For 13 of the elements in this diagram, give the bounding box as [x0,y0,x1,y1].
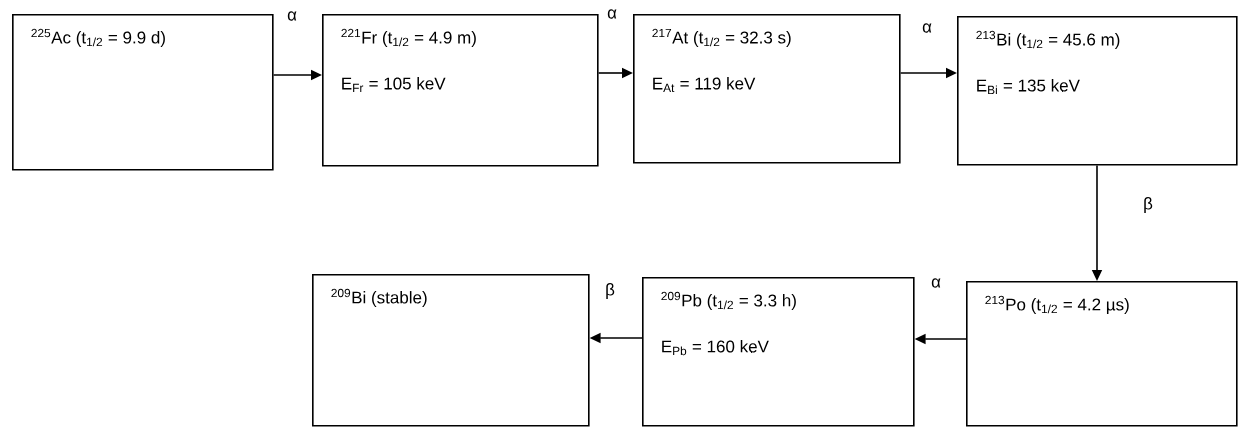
nuclide-box: $^{209}$Bi (stable) [312,274,590,427]
edge-label: β [606,283,615,299]
edge-label: β [1144,197,1153,213]
edge-label: α [287,11,297,21]
nuclide-box: $^{221}$Fr (t$_{1/2}$ = 4.9 m) E$_{Fr}$ = 105 keV [322,14,599,167]
nuclide-box: $^{209}$Pb (t$_{1/2}$ = 3.3 h) E$_{Pb}$ = 160 keV [642,277,915,427]
edge-label: α [922,23,932,33]
nuclide-box: $^{213}$Po (t$_{1/2}$ = 4.2 µs) [966,281,1238,427]
nuclide-box: $^{213}$Bi (t$_{1/2}$ = 45.6 m) E$_{Bi}$ = 135 keV [957,16,1238,166]
nuclide-box: $^{225}$Ac (t$_{1/2}$ = 9.9 d) [12,14,274,171]
edge-label: α [607,9,617,19]
nuclide-box: $^{217}$At (t$_{1/2}$ = 32.3 s) E$_{At}$ = 119 keV [633,14,901,164]
edge-label: α [931,278,941,288]
